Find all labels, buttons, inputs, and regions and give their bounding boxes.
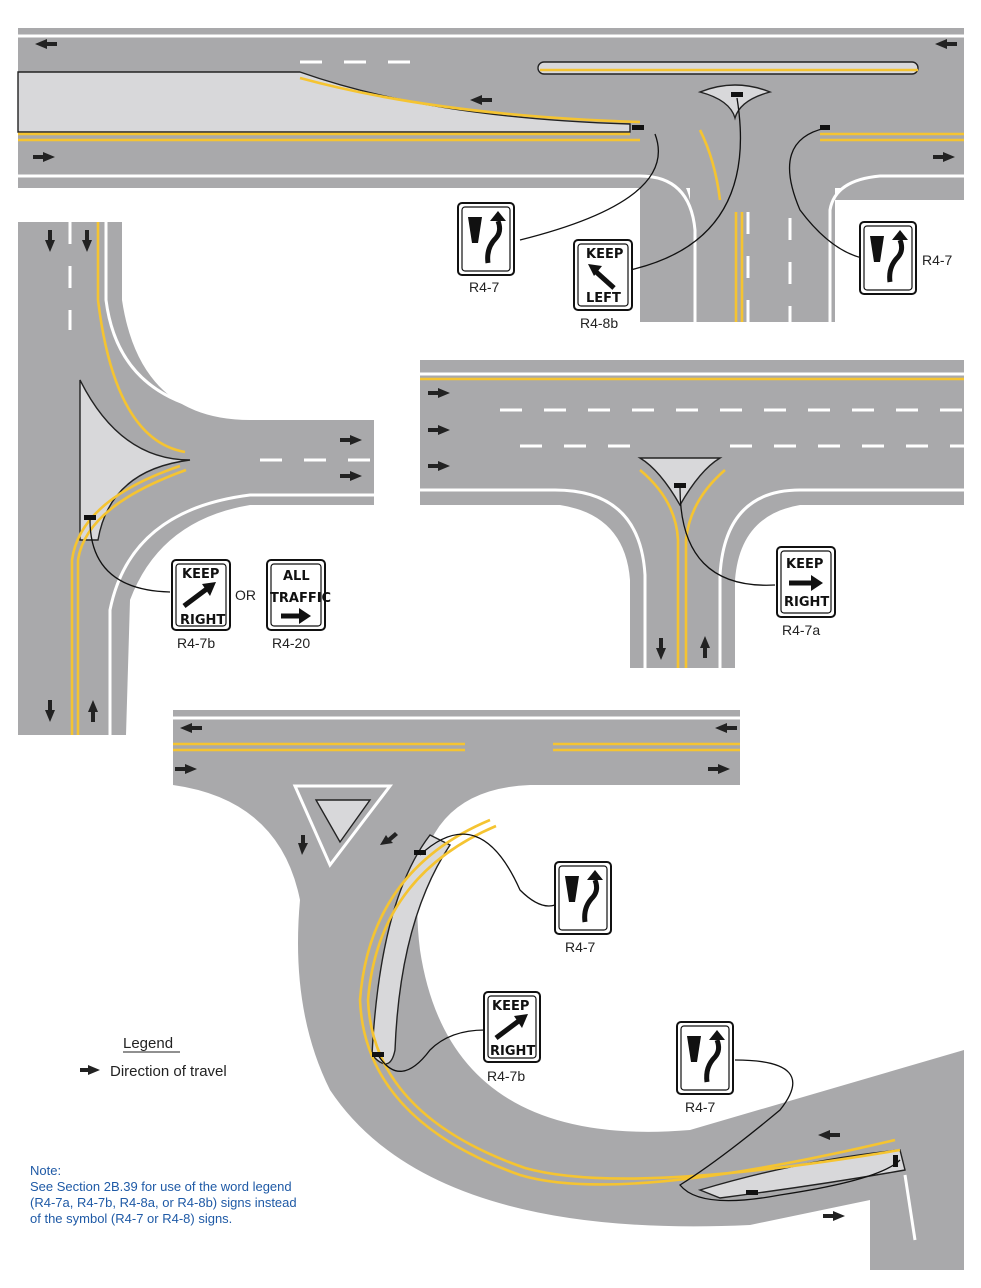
island-symbol-icon (468, 217, 482, 243)
curved-arrow-icon (887, 239, 905, 283)
sign-r4-7b-a-line2: RIGHT (180, 613, 225, 628)
curved-arrow-icon (704, 1039, 722, 1083)
sign-r4-7-bottom-middle (554, 861, 612, 935)
sign-r4-7b-b-line2: RIGHT (490, 1044, 535, 1059)
bottom-loop (173, 710, 964, 1270)
legend-item: Direction of travel (110, 1063, 227, 1080)
island-symbol-icon (687, 1036, 701, 1062)
island-symbol-icon (870, 236, 884, 262)
note-heading: Note: (30, 1163, 62, 1178)
sign-r4-7b-b-line1: KEEP (492, 999, 529, 1014)
note-line-1: See Section 2B.39 for use of the word le… (30, 1179, 292, 1194)
island-symbol-icon (565, 876, 579, 902)
curved-arrow-icon (582, 879, 600, 923)
arrow-up-right-icon (202, 582, 216, 596)
sign-r4-7a-line2: RIGHT (784, 595, 829, 610)
top-intersection (17, 28, 964, 322)
sign-r4-7b-left (171, 559, 231, 631)
sign-label-r4-7a: R4-7a (782, 622, 820, 638)
sign-r4-8b-line1: KEEP (586, 247, 623, 262)
sign-r4-7a (776, 546, 836, 618)
sign-label-r4-7b-b: R4-7b (487, 1068, 525, 1084)
direction-arrow-icon (80, 1065, 100, 1075)
right-intersection (420, 360, 964, 668)
arrow-right-icon (299, 608, 311, 624)
sign-r4-7-top-left (457, 202, 515, 276)
sign-r4-20 (266, 559, 326, 631)
sign-r4-7b-bottom (483, 991, 541, 1063)
note-line-2: (R4-7a, R4-7b, R4-8a, or R4-8b) signs in… (30, 1195, 297, 1210)
sign-r4-20-line2: TRAFFIC (270, 591, 331, 606)
sign-r4-20-line1: ALL (283, 569, 310, 584)
sign-label-r4-7-c: R4-7 (565, 939, 596, 955)
sign-posts (84, 92, 898, 1195)
sign-label-r4-8b: R4-8b (580, 315, 618, 331)
legend-title: Legend (123, 1035, 173, 1052)
sign-r4-8b (573, 239, 633, 311)
sign-r4-8b-line2: LEFT (586, 291, 621, 306)
sign-label-r4-7b-a: R4-7b (177, 635, 215, 651)
note-line-3: of the symbol (R4-7 or R4-8) signs. (30, 1211, 233, 1226)
sign-r4-7-top-right (859, 221, 917, 295)
sign-label-r4-7-a: R4-7 (469, 279, 500, 295)
sign-r4-7a-line1: KEEP (786, 557, 823, 572)
sign-r4-7-bottom-right (676, 1021, 734, 1095)
sign-label-r4-7-b: R4-7 (922, 252, 953, 268)
arrow-up-right-icon (514, 1014, 528, 1028)
arrow-up-left-icon (588, 264, 602, 276)
sign-label-r4-20: R4-20 (272, 635, 310, 651)
sign-r4-7b-a-line1: KEEP (182, 567, 219, 582)
curved-arrow-icon (485, 220, 503, 264)
left-intersection (18, 222, 374, 735)
note: Note: See Section 2B.39 for use of the w… (30, 1163, 360, 1227)
or-text: OR (235, 587, 256, 603)
sign-label-r4-7-d: R4-7 (685, 1099, 716, 1115)
legend: Legend Direction of travel (80, 1035, 227, 1080)
arrow-right-icon (811, 575, 823, 591)
